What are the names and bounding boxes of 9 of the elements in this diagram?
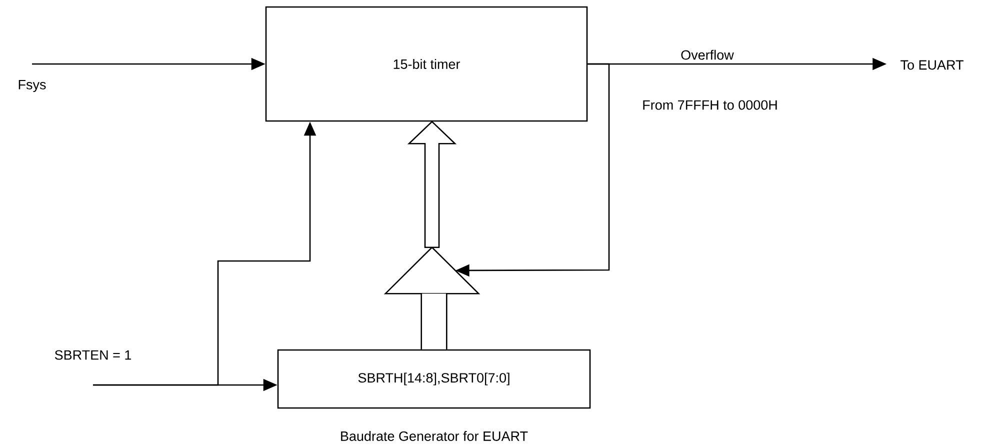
block-box: SBRTH[14:8],SBRT0[7:0]: [277, 349, 591, 409]
edge-label: Overflow: [680, 48, 735, 61]
bus-arrow: [407, 120, 457, 248]
signal-label: Fsys: [18, 80, 46, 92]
block-box: 15-bit timer: [265, 6, 588, 122]
signal-label: SBRTEN = 1: [54, 350, 132, 360]
signal-label: To EUART: [900, 60, 964, 70]
note-text: From 7FFFH to 0000H: [643, 100, 777, 110]
block-label: Baudrate Generator for EUART: [341, 431, 528, 441]
